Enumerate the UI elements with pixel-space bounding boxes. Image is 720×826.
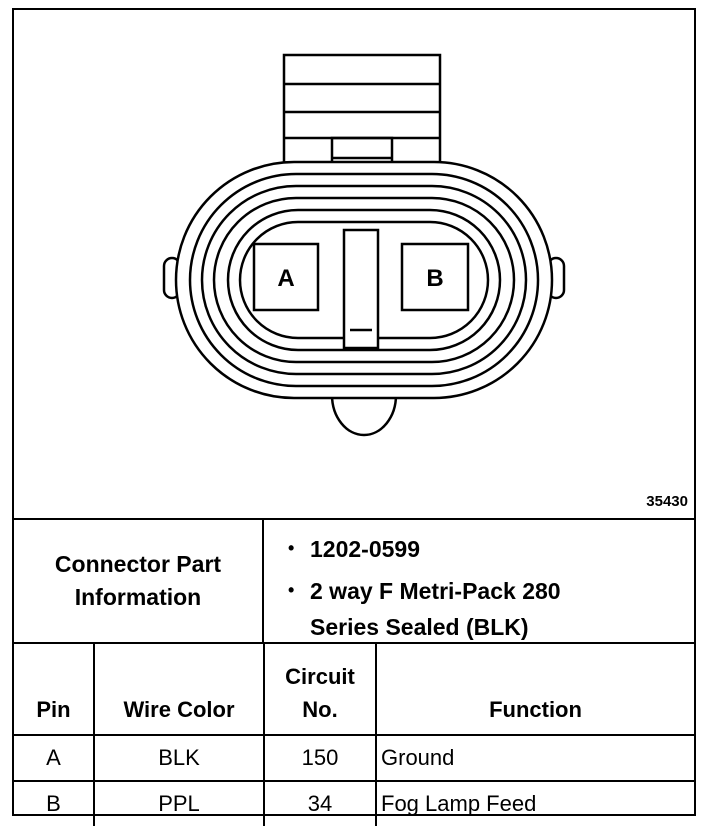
header-circuit-line2: No. <box>302 697 338 722</box>
figure-number: 35430 <box>646 493 688 510</box>
cell-wire-color: PPL <box>93 780 265 826</box>
pin-cavity-a <box>252 242 320 312</box>
cell-function: Ground <box>375 734 694 782</box>
pin-label-a: A <box>277 265 294 292</box>
center-divider <box>342 228 380 350</box>
key-bump <box>330 394 398 437</box>
table-row: B PPL 34 Fog Lamp Feed <box>14 780 694 826</box>
connector-sheet: A B 35430 Connector Part Information • 1… <box>12 8 696 826</box>
header-wire-color: Wire Color <box>93 642 265 736</box>
part-number: 1202-0599 <box>310 536 420 562</box>
cell-pin: A <box>14 734 95 782</box>
description-line1: • 2 way F Metri-Pack 280 <box>288 578 561 605</box>
pin-cavity-b <box>400 242 470 312</box>
seal-ring <box>212 196 516 364</box>
header-circuit-line1: Circuit <box>285 664 355 689</box>
description-text-2: Series Sealed (BLK) <box>310 614 529 640</box>
header-function: Function <box>375 642 694 736</box>
seal-ring-outer <box>200 184 528 376</box>
description-line2: Series Sealed (BLK) <box>310 614 529 641</box>
bullet: • <box>288 538 295 558</box>
table-row: A BLK 150 Ground <box>14 734 694 782</box>
connector-info-row: Connector Part Information • 1202-0599 •… <box>14 518 694 642</box>
connector-face-drawing: A B 35430 <box>14 10 694 518</box>
header-circuit: Circuit No. <box>263 642 377 736</box>
header-pin: Pin <box>14 642 95 736</box>
cell-function: Fog Lamp Feed <box>375 780 694 826</box>
connector-info-values: • 1202-0599 • 2 way F Metri-Pack 280 Ser… <box>264 520 694 642</box>
pin-table: Pin Wire Color Circuit No. Function A BL… <box>14 642 694 826</box>
seal-ring-inner <box>226 208 502 352</box>
housing-ring <box>188 172 540 388</box>
pin-label-b: B <box>426 265 443 292</box>
cell-circuit: 34 <box>263 780 377 826</box>
cell-pin: B <box>14 780 95 826</box>
pin-table-header: Pin Wire Color Circuit No. Function <box>14 642 694 736</box>
description-text-1: 2 way F Metri-Pack 280 <box>310 578 561 604</box>
bullet: • <box>288 580 295 600</box>
info-label-line1: Connector Part <box>54 550 222 577</box>
connector-info-label: Connector Part Information <box>14 520 264 642</box>
cell-wire-color: BLK <box>93 734 265 782</box>
connector-face-svg: A B <box>162 53 566 437</box>
info-label-line2: Information <box>74 584 202 610</box>
part-number-line: • 1202-0599 <box>288 536 420 563</box>
cell-circuit: 150 <box>263 734 377 782</box>
